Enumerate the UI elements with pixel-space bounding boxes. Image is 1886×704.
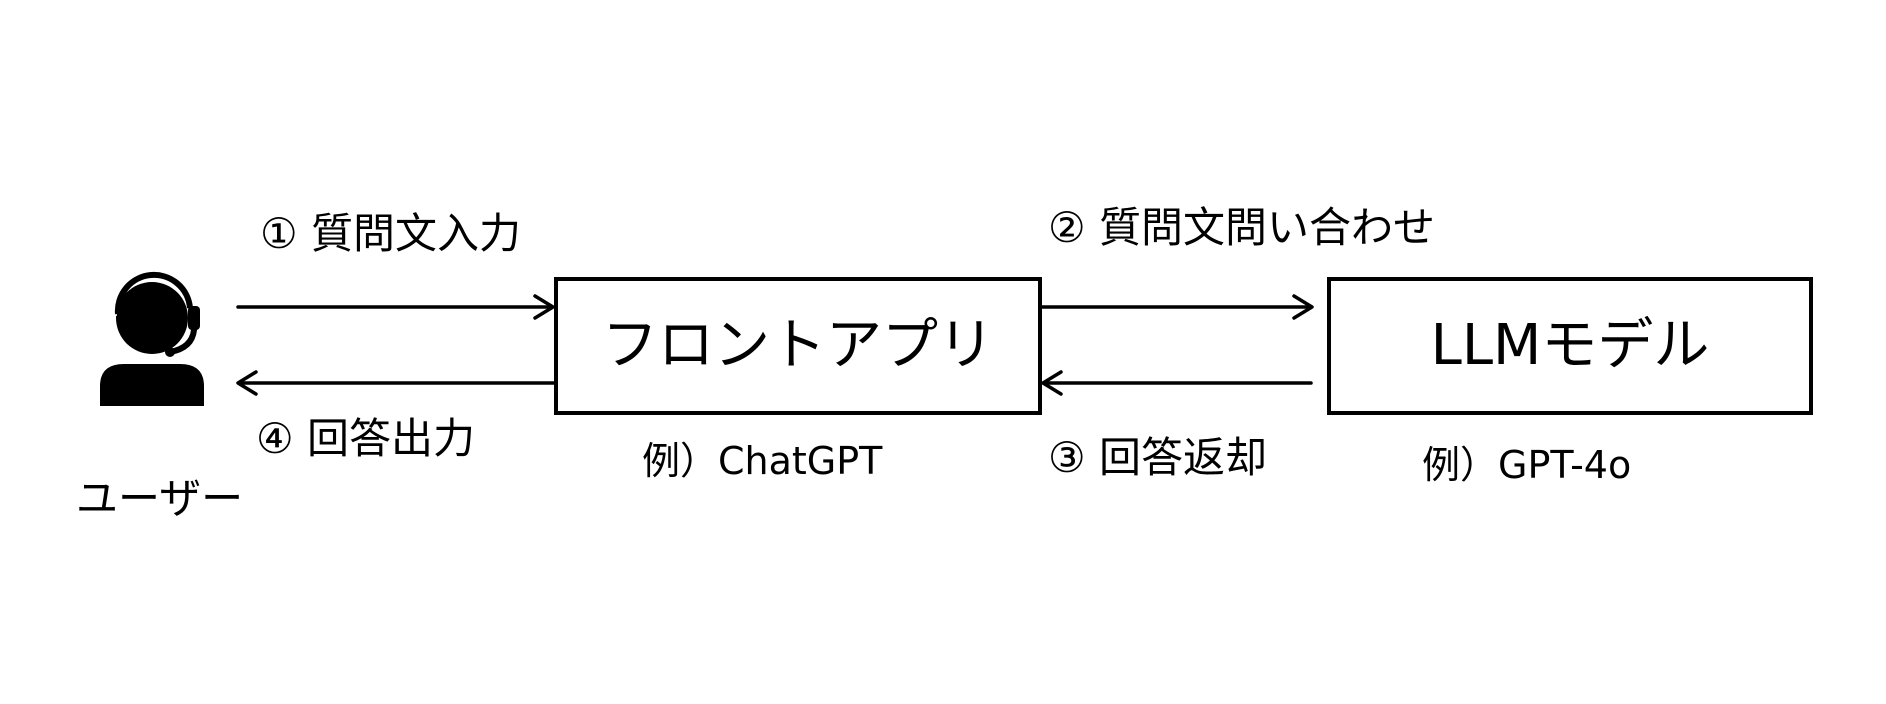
llm-model-label: LLMモデル (1430, 313, 1710, 378)
user-headset-icon (100, 269, 204, 406)
front-app-box: フロントアプリ (554, 277, 1042, 415)
arrow-step-2 (1040, 294, 1314, 320)
front-app-label: フロントアプリ (602, 313, 994, 378)
llm-model-example: 例）GPT-4o (1422, 443, 1632, 487)
step-4-label: ④ 回答出力 (256, 414, 476, 463)
front-app-example: 例）ChatGPT (642, 439, 883, 483)
llm-model-box: LLMモデル (1327, 277, 1813, 415)
arrow-step-3 (1041, 370, 1313, 396)
arrow-step-1 (236, 294, 555, 320)
step-2-label: ② 質問文問い合わせ (1048, 203, 1436, 252)
step-1-label: ① 質問文入力 (260, 209, 522, 258)
step-3-label: ③ 回答返却 (1048, 433, 1268, 482)
arrow-step-4 (236, 370, 556, 396)
user-label: ユーザー (76, 474, 244, 523)
